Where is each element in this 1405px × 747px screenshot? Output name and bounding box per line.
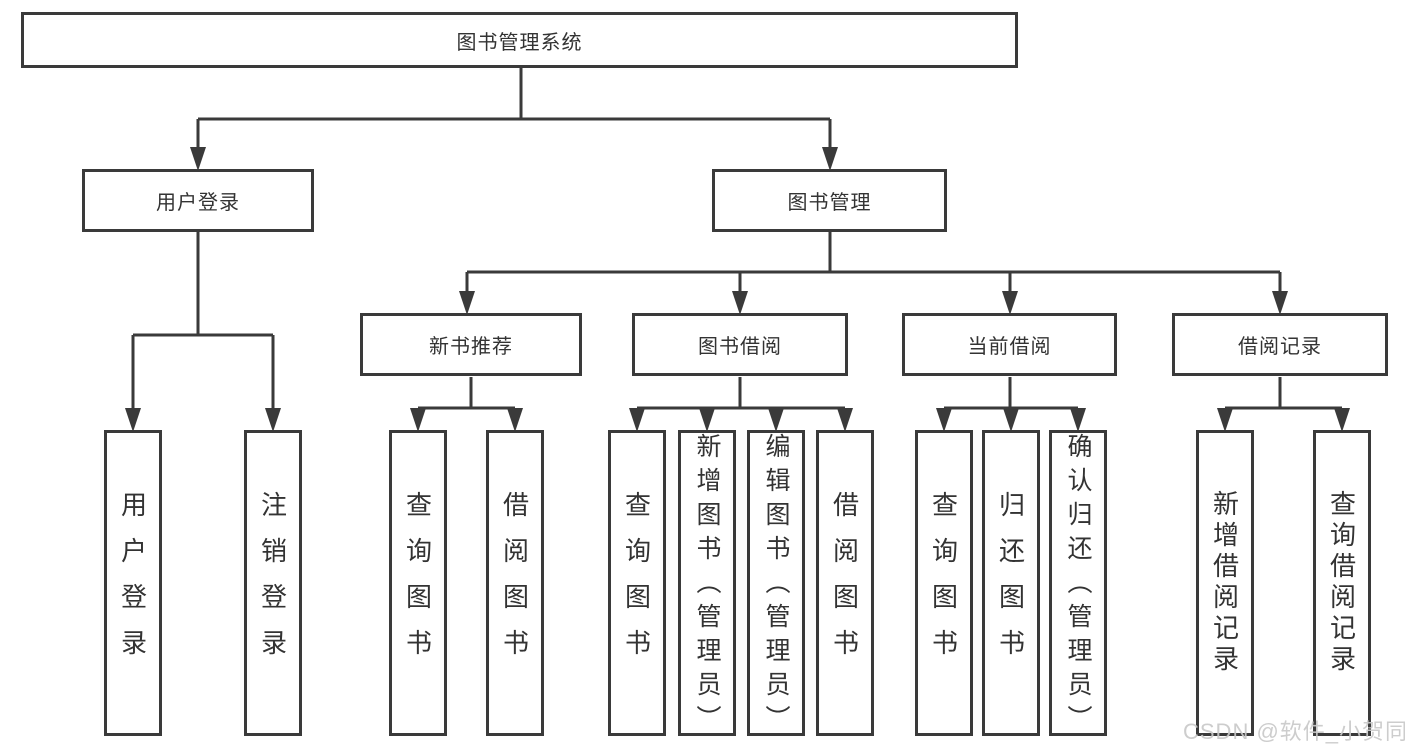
node-leaf-add-borrow-record: 新增借阅记录 (1196, 430, 1254, 736)
node-leaf-add-book-admin: 新增图书（管理员） (678, 430, 736, 739)
node-leaf-edit-book-admin: 编辑图书（管理员） (747, 430, 805, 739)
arrowhead (125, 408, 141, 432)
node-leaf-query-book-recommend: 查询图书 (389, 430, 447, 736)
arrowhead (1003, 408, 1019, 432)
arrowhead (459, 291, 475, 315)
node-leaf-return-book: 归还图书 (982, 430, 1040, 736)
arrowhead (190, 147, 206, 171)
node-leaf-user-login: 用户登录 (104, 430, 162, 736)
arrowhead (507, 408, 523, 432)
arrowhead (265, 408, 281, 432)
node-leaf-query-borrow-record: 查询借阅记录 (1313, 430, 1371, 736)
node-root: 图书管理系统 (21, 12, 1018, 68)
arrowhead (732, 291, 748, 315)
arrowhead (837, 408, 853, 432)
arrowhead (699, 408, 715, 432)
node-leaf-query-book-borrow: 查询图书 (608, 430, 666, 736)
arrowhead (1070, 408, 1086, 432)
arrowhead (1334, 408, 1350, 432)
node-leaf-query-book-current: 查询图书 (915, 430, 973, 736)
node-user-login: 用户登录 (82, 169, 314, 232)
arrowhead (1002, 291, 1018, 315)
watermark: CSDN @软件_小贺同学 (1183, 719, 1405, 744)
arrowhead (629, 408, 645, 432)
node-leaf-borrow-book-borrow: 借阅图书 (816, 430, 874, 736)
node-current-borrow: 当前借阅 (902, 313, 1117, 376)
node-book-borrow: 图书借阅 (632, 313, 848, 376)
node-new-book-recommend: 新书推荐 (360, 313, 582, 376)
node-leaf-borrow-book-recommend: 借阅图书 (486, 430, 544, 736)
node-leaf-logout: 注销登录 (244, 430, 302, 736)
arrowhead (410, 408, 426, 432)
arrowhead (1272, 291, 1288, 315)
arrowhead (822, 147, 838, 171)
arrowhead (936, 408, 952, 432)
node-leaf-confirm-return-admin: 确认归还（管理员） (1049, 430, 1107, 739)
node-book-management: 图书管理 (712, 169, 947, 232)
arrowhead (768, 408, 784, 432)
node-borrow-record: 借阅记录 (1172, 313, 1388, 376)
arrowhead (1217, 408, 1233, 432)
